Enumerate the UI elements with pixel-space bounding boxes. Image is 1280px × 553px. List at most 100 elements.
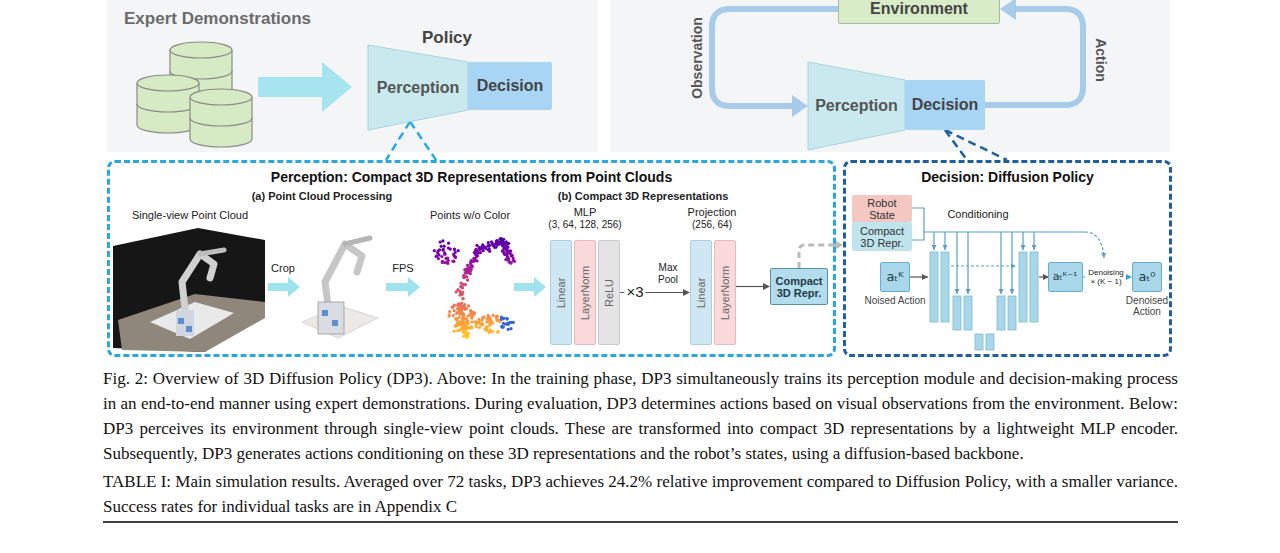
figure-label: ×3 — [624, 283, 645, 300]
point-dot — [457, 249, 460, 252]
point-dot — [452, 314, 455, 317]
point-dot — [496, 331, 499, 334]
point-dot — [462, 283, 465, 286]
point-cloud-photo — [200, 250, 224, 254]
point-dot — [487, 244, 490, 247]
point-dot — [467, 304, 470, 307]
database-cylinders — [137, 42, 252, 147]
point-dot — [455, 317, 458, 320]
point-dot — [460, 320, 463, 323]
node-text: Decision — [908, 96, 982, 114]
node-text: LayerNorm — [719, 265, 731, 319]
point-dot — [454, 324, 457, 327]
node-text: Compact 3D Repr. — [855, 224, 909, 248]
unet-backbone — [986, 334, 994, 350]
node-text: Decision — [471, 77, 549, 95]
point-dot — [487, 241, 490, 244]
point-dot — [454, 256, 457, 259]
point-dot — [465, 268, 468, 271]
unet-backbone — [975, 334, 983, 350]
node-caption: Noised Action — [860, 295, 930, 306]
figure-label: (3, 64, 128, 256) — [548, 219, 621, 231]
figure-label: (b) Compact 3D Representations — [558, 190, 729, 203]
point-dot — [481, 316, 484, 319]
point-dot — [454, 255, 457, 258]
point-dot — [468, 326, 471, 329]
point-dot — [465, 327, 468, 330]
node-text: aₜ⁰ — [1136, 270, 1158, 284]
decision-box: Decision — [905, 80, 985, 130]
point-dot — [451, 260, 454, 263]
connector — [386, 122, 436, 160]
point-dot — [440, 255, 443, 258]
point-dot — [504, 258, 507, 261]
decision-box: Decision — [468, 62, 552, 110]
connector — [736, 286, 763, 287]
layernorm-layer: LayerNorm — [714, 240, 736, 345]
point-dot — [475, 325, 478, 328]
point-dot — [479, 323, 482, 326]
connector — [985, 9, 1083, 105]
point-dot — [482, 316, 485, 319]
point-dot — [470, 268, 473, 271]
point-dot — [478, 326, 481, 329]
database-cylinders — [190, 118, 252, 126]
point-dot — [495, 316, 498, 319]
point-dot — [444, 257, 447, 260]
figure-label: FPS — [392, 262, 413, 275]
point-dot — [443, 253, 446, 256]
unet-backbone — [930, 252, 1038, 350]
point-cloud-photo — [150, 302, 234, 339]
sampled-points — [433, 237, 516, 339]
unet-backbone — [930, 252, 938, 322]
layernorm-layer: LayerNorm — [574, 240, 596, 345]
robot-state-box: Robot State — [852, 195, 912, 222]
connector — [945, 130, 1007, 160]
point-dot — [502, 322, 505, 325]
table-title: TABLE I: Main simulation results. Averag… — [103, 469, 1178, 519]
point-dot — [470, 321, 473, 324]
conditioning-lines — [1000, 232, 1001, 294]
conditioning-lines — [924, 231, 1085, 232]
conditioning-lines — [967, 232, 968, 294]
cropped-robot — [345, 238, 370, 244]
point-dot — [509, 261, 512, 264]
point-dot — [466, 319, 469, 322]
point-dot — [507, 328, 510, 331]
point-dot — [465, 307, 468, 310]
point-dot — [466, 336, 469, 339]
point-dot — [471, 312, 474, 315]
decision-group: Decision: Diffusion PolicyRobot StateCom… — [843, 160, 1172, 357]
point-dot — [479, 251, 482, 254]
point-dot — [461, 297, 464, 300]
point-dot — [456, 329, 459, 332]
process-arrow — [268, 277, 300, 297]
point-dot — [472, 311, 475, 314]
point-dot — [501, 238, 504, 241]
figure-label: Policy — [422, 28, 472, 48]
edge-label: Observation — [689, 17, 705, 99]
point-dot — [467, 322, 470, 325]
database-cylinders — [170, 42, 232, 58]
relu-layer: ReLU — [598, 240, 620, 345]
point-dot — [454, 251, 457, 254]
point-dot — [512, 257, 515, 260]
point-dot — [461, 293, 464, 296]
conditioning-lines — [933, 232, 934, 250]
point-dot — [453, 309, 456, 312]
action-box: aₜ⁰Denoised Action — [1132, 262, 1162, 292]
point-dot — [493, 245, 496, 248]
unet-flow — [910, 276, 928, 277]
representation-box: Compact 3D Repr. — [852, 222, 912, 251]
point-dot — [462, 315, 465, 318]
point-dot — [482, 244, 485, 247]
conditioning-lines — [1033, 232, 1034, 250]
point-dot — [507, 249, 510, 252]
point-dot — [503, 247, 506, 250]
point-dot — [435, 254, 438, 257]
point-dot — [453, 304, 456, 307]
point-dot — [470, 259, 473, 262]
point-dot — [509, 262, 512, 265]
point-dot — [496, 319, 499, 322]
node-text: Perception — [811, 97, 902, 115]
